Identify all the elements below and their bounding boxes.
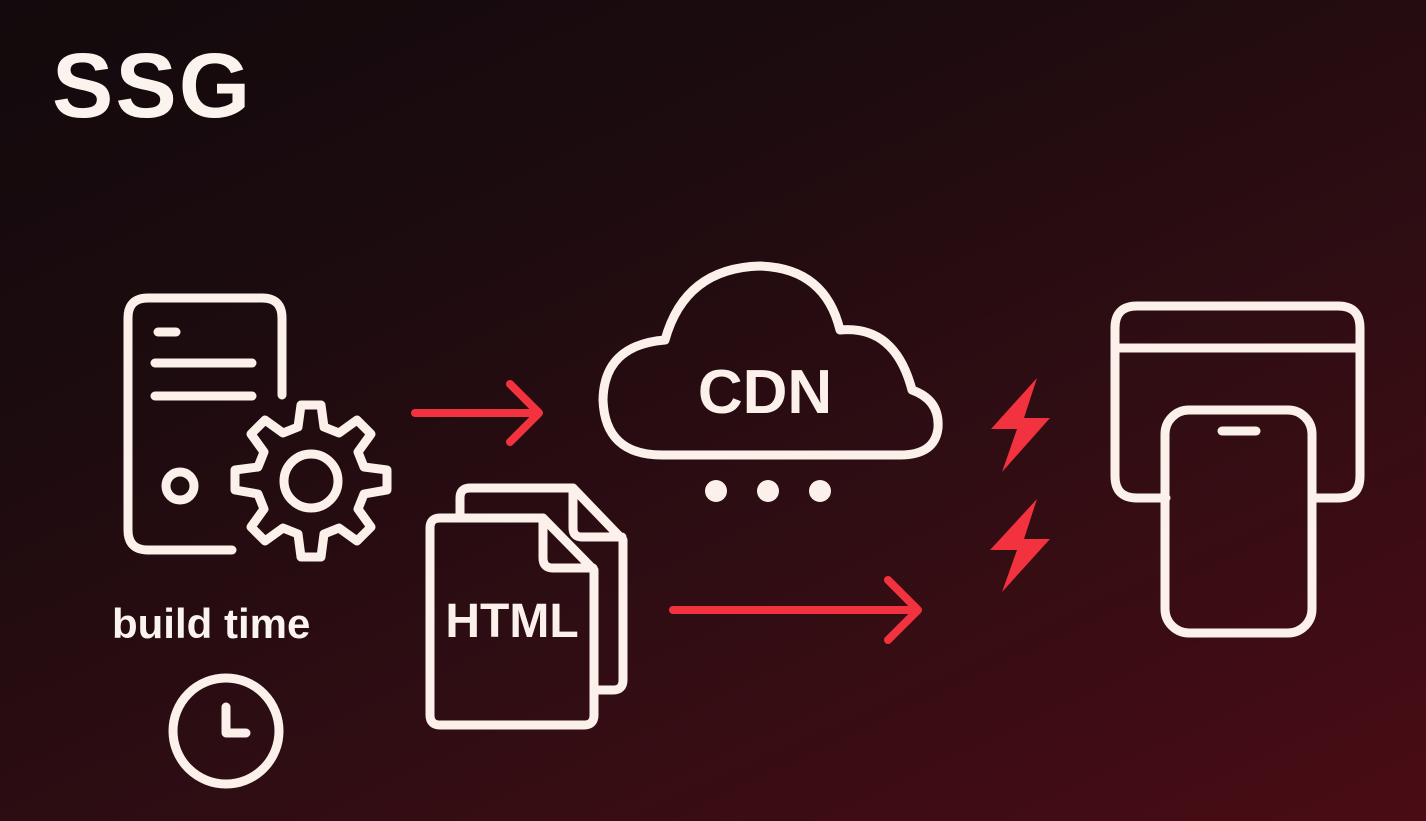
gear-icon [230, 400, 392, 562]
cdn-label: CDN [698, 358, 832, 427]
page-title: SSG [52, 35, 253, 137]
html-label: HTML [445, 595, 578, 648]
arrow-to-devices [669, 576, 922, 644]
clock-icon [168, 673, 284, 789]
html-document-icon: HTML [425, 483, 628, 730]
lightning-bolt-icon [990, 378, 1050, 592]
build-time-label: build time [112, 600, 311, 647]
cloud-cdn-icon: CDN [598, 261, 943, 460]
arrow-to-cdn [411, 380, 543, 446]
browser-and-phone-icon [1110, 301, 1365, 638]
ellipsis-icon [705, 480, 831, 502]
server-icon [123, 293, 287, 555]
